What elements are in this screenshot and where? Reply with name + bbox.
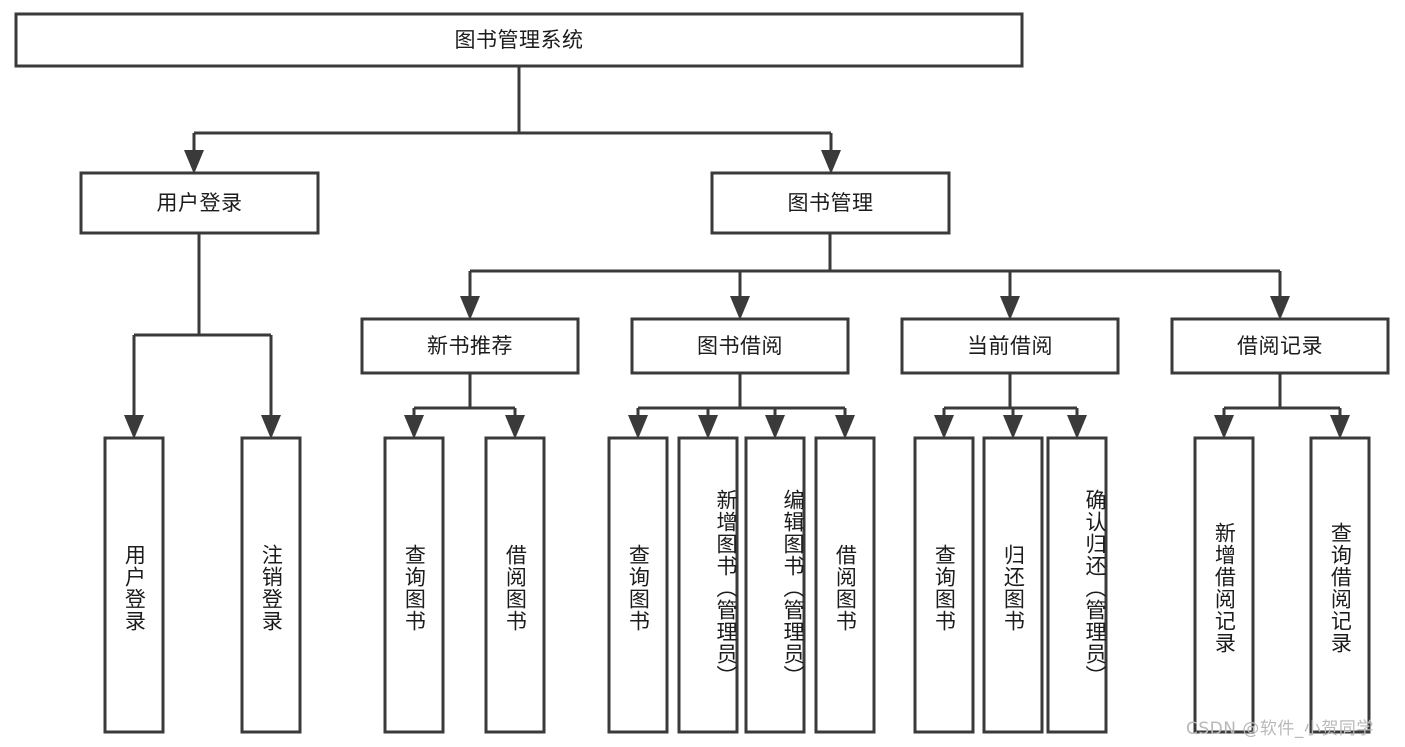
node-box-leaf-4[interactable] <box>484 436 546 734</box>
node-box-newbook[interactable] <box>360 317 580 375</box>
node-box-leaf-9[interactable] <box>913 436 975 734</box>
arrow-heads <box>124 150 1350 439</box>
node-box-borrow[interactable] <box>630 317 850 375</box>
arrow-to-leaf-12-icon <box>1214 415 1234 439</box>
node-box-login[interactable] <box>79 171 320 235</box>
arrow-to-current-icon <box>1000 296 1020 320</box>
node-box-leaf-3[interactable] <box>383 436 445 734</box>
arrow-to-login-icon <box>184 150 204 174</box>
node-boxes <box>14 12 1390 734</box>
arrow-to-newbook-icon <box>460 296 480 320</box>
node-box-current[interactable] <box>900 317 1120 375</box>
node-box-leaf-8[interactable] <box>814 436 876 734</box>
node-box-leaf-5[interactable] <box>607 436 669 734</box>
arrow-to-record-icon <box>1270 296 1290 320</box>
arrow-to-leaf-6-icon <box>698 415 718 439</box>
arrow-to-leaf-11-icon <box>1067 415 1087 439</box>
node-box-leaf-13[interactable] <box>1309 436 1371 734</box>
node-box-leaf-2[interactable] <box>240 436 302 734</box>
node-box-leaf-7[interactable] <box>744 436 806 734</box>
arrow-to-leaf-13-icon <box>1330 415 1350 439</box>
arrow-to-leaf-1-icon <box>124 415 144 439</box>
node-box-leaf-6[interactable] <box>677 436 739 734</box>
arrow-to-leaf-5-icon <box>628 415 648 439</box>
watermark: CSDN @软件_小贺同学 <box>1186 719 1374 739</box>
arrow-to-leaf-8-icon <box>835 415 855 439</box>
arrow-to-leaf-2-icon <box>261 415 281 439</box>
arrow-to-leaf-3-icon <box>404 415 424 439</box>
node-box-record[interactable] <box>1170 317 1390 375</box>
node-box-leaf-1[interactable] <box>103 436 165 734</box>
node-box-leaf-11[interactable] <box>1046 436 1108 734</box>
arrow-to-bookmgmt-icon <box>821 150 841 174</box>
node-box-leaf-10[interactable] <box>982 436 1044 734</box>
arrow-to-borrow-icon <box>730 296 750 320</box>
arrow-to-leaf-4-icon <box>505 415 525 439</box>
node-box-leaf-12[interactable] <box>1193 436 1255 734</box>
node-box-root[interactable] <box>14 12 1024 68</box>
arrow-to-leaf-10-icon <box>1003 415 1023 439</box>
arrow-to-leaf-9-icon <box>934 415 954 439</box>
node-box-bookmgmt[interactable] <box>710 171 951 235</box>
arrow-to-leaf-7-icon <box>765 415 785 439</box>
